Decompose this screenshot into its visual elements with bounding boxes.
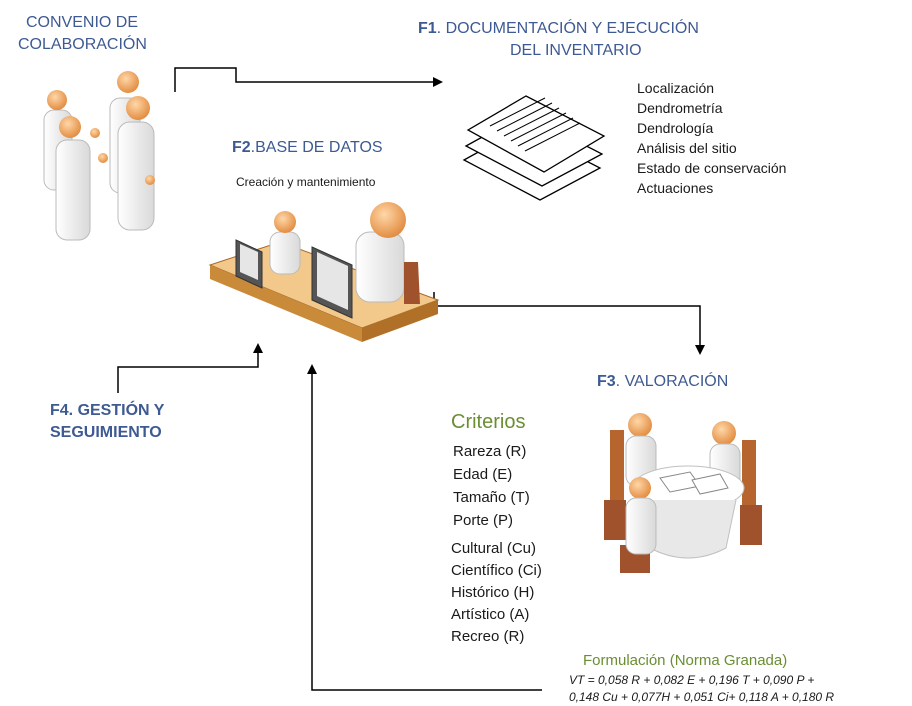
f2-title: F2.BASE DE DATOS [232, 138, 383, 158]
f1-code: F1 [418, 20, 437, 37]
meeting-table-icon [604, 413, 762, 573]
f3-title-rest: . VALORACIÓN [615, 373, 729, 390]
f2-subtitle: Creación y mantenimiento [236, 175, 376, 189]
arrow-f2-to-f3 [433, 292, 705, 355]
arrow-convenio-to-f1 [174, 67, 443, 92]
office-workers-icon [208, 202, 440, 342]
f2-code: F2 [232, 139, 251, 156]
f4-line2: SEGUIMIENTO [50, 424, 162, 441]
convenio-line2: COLABORACIÓN [18, 36, 147, 53]
convenio-line1: CONVENIO DE [25, 14, 138, 31]
f1-title-line2: DEL INVENTARIO [510, 42, 642, 59]
criterios-group2: Cultural (Cu) Científico (Ci) Histórico … [451, 538, 542, 648]
list-item: Artístico (A) [451, 606, 530, 623]
list-item: Actuaciones [637, 180, 714, 196]
list-item: Análisis del sitio [637, 140, 737, 156]
arrow-formulacion-to-f2 [307, 364, 542, 691]
f2-title-rest: .BASE DE DATOS [250, 139, 383, 156]
criterios-group1: Rareza (R) Edad (E) Tamaño (T) Porte (P) [453, 440, 530, 532]
list-item: Dendrología [637, 120, 714, 136]
list-item: Edad (E) [453, 466, 513, 483]
formula-line1: VT = 0,058 R + 0,082 E + 0,196 T + 0,090… [569, 673, 815, 687]
convenio-title: CONVENIO DE COLABORACIÓN [18, 12, 147, 56]
formula-line2: 0,148 Cu + 0,077H + 0,051 Ci+ 0,118 A + … [569, 690, 835, 704]
f1-title: F1. DOCUMENTACIÓN Y EJECUCIÓN [418, 18, 699, 40]
criterios-title: Criterios [451, 411, 526, 433]
list-item: Histórico (H) [451, 584, 535, 601]
people-handshake-icon [43, 71, 155, 241]
list-item: Cultural (Cu) [451, 540, 537, 557]
list-item: Localización [637, 80, 715, 96]
list-item: Estado de conservación [637, 160, 787, 176]
list-item: Dendrometría [637, 100, 723, 116]
f4-title: F4. GESTIÓN Y SEGUIMIENTO [50, 400, 164, 444]
list-item: Rareza (R) [453, 443, 527, 460]
arrow-f4-to-f2 [117, 343, 263, 393]
f4-line1: F4. GESTIÓN Y [50, 402, 165, 419]
list-item: Tamaño (T) [453, 489, 530, 506]
formulacion-title: Formulación (Norma Granada) [583, 652, 788, 669]
list-item: Científico (Ci) [451, 562, 542, 579]
list-item: Recreo (R) [451, 628, 525, 645]
f1-title-rest: . DOCUMENTACIÓN Y EJECUCIÓN [436, 20, 699, 37]
f3-code: F3 [597, 373, 616, 390]
f3-title: F3. VALORACIÓN [597, 372, 728, 392]
f1-items-list: Localización Dendrometría Dendrología An… [637, 78, 786, 198]
documents-icon [462, 95, 606, 201]
list-item: Porte (P) [453, 512, 514, 529]
